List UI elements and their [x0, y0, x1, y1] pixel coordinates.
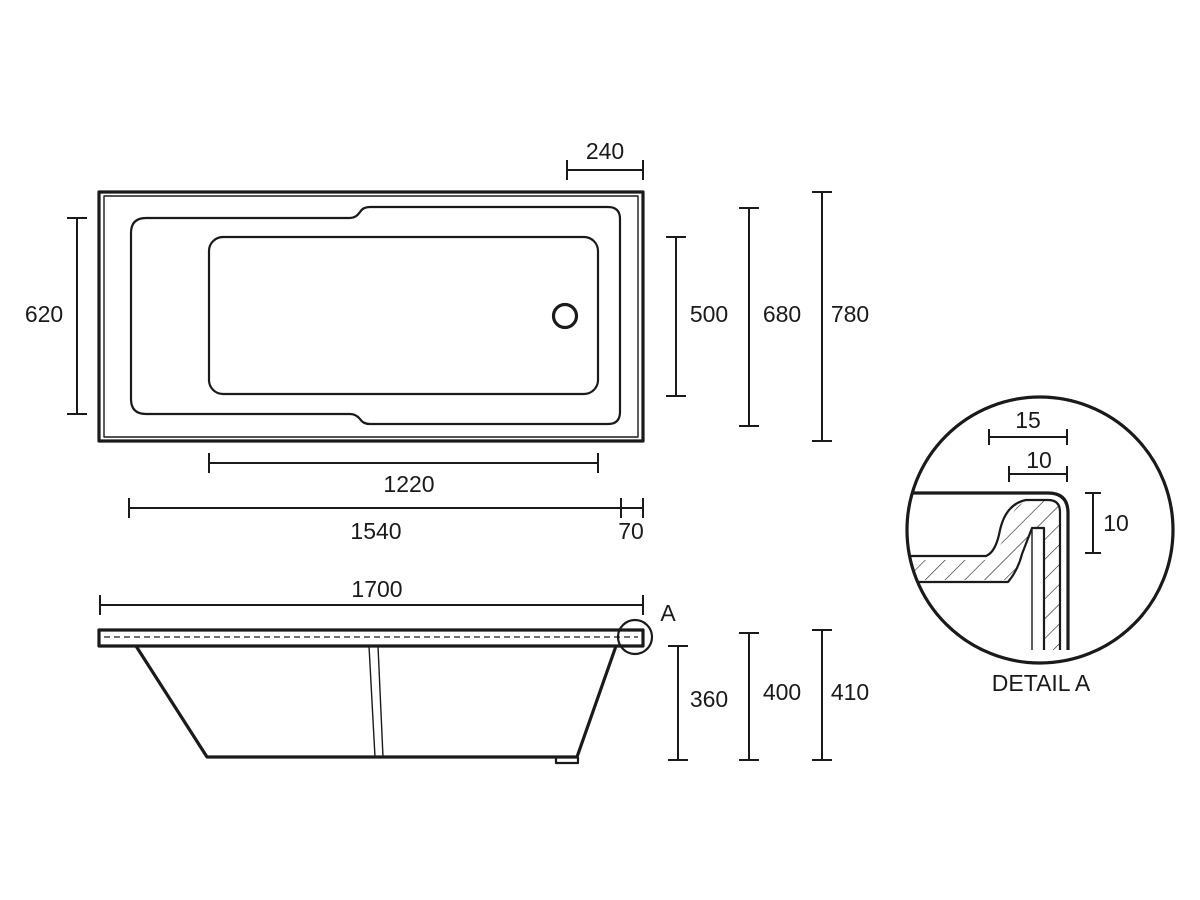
- side-body-outline: [134, 645, 618, 759]
- dim-400: 400: [739, 632, 801, 761]
- dim-500: 500: [666, 236, 728, 397]
- dim-1540-70: 1540 70: [128, 498, 644, 544]
- dim-10-horizontal-label: 10: [1026, 447, 1052, 473]
- dim-240-label: 240: [586, 138, 624, 164]
- dim-780-label: 780: [831, 301, 869, 327]
- dim-500-label: 500: [690, 301, 728, 327]
- plan-view: [97, 190, 645, 443]
- plan-bath-floor: [207, 235, 600, 396]
- dim-15-label: 15: [1015, 407, 1041, 433]
- dim-400-label: 400: [763, 679, 801, 705]
- side-panel-joint-left: [368, 645, 376, 758]
- dim-1700-label: 1700: [351, 576, 402, 602]
- detail-a-inner-skin: [907, 498, 1062, 650]
- detail-a-circle: [905, 395, 1175, 665]
- dim-410-label: 410: [831, 679, 869, 705]
- dim-410: 410: [812, 629, 869, 761]
- side-view: A: [97, 600, 676, 765]
- dim-360: 360: [668, 645, 728, 761]
- detail-a-lower-skin: [907, 526, 1046, 650]
- detail-a-callout-circle: [616, 618, 654, 656]
- dim-240: 240: [566, 138, 644, 180]
- plan-inner-rim: [103, 195, 639, 438]
- dim-10-vertical: 10: [1085, 492, 1129, 554]
- dim-15: 15: [988, 407, 1068, 445]
- drain-waste-icon: [551, 302, 579, 330]
- dim-1540-label: 1540: [350, 518, 401, 544]
- detail-a-hatch: [907, 500, 1060, 650]
- detail-a-title: DETAIL A: [992, 670, 1091, 696]
- side-waste-outlet: [554, 757, 580, 765]
- side-dimensions: 1700 360 400 410: [99, 576, 869, 761]
- dim-360-label: 360: [690, 686, 728, 712]
- plan-outer-rim: [97, 190, 645, 443]
- dim-10-horizontal: 10: [1008, 447, 1068, 482]
- detail-a-marker: A: [660, 600, 676, 626]
- dim-70-label: 70: [618, 518, 644, 544]
- plan-backrest-outline: [129, 205, 622, 426]
- detail-a: 15 10 10 DETAIL A: [905, 395, 1175, 696]
- dim-1220-label: 1220: [383, 471, 434, 497]
- detail-a-section: [907, 491, 1070, 650]
- dim-10-vertical-label: 10: [1103, 510, 1129, 536]
- dim-620: 620: [25, 217, 87, 415]
- dim-1700: 1700: [99, 576, 644, 615]
- side-rim: [97, 628, 645, 648]
- dim-680: 680: [739, 207, 801, 427]
- dim-620-label: 620: [25, 301, 63, 327]
- side-panel-joint-right: [377, 645, 384, 758]
- plan-dimensions: 240 620 500 680 780: [25, 138, 869, 544]
- detail-a-rim-outer: [907, 491, 1070, 650]
- dim-680-label: 680: [763, 301, 801, 327]
- dim-780: 780: [812, 191, 869, 442]
- dim-1220: 1220: [208, 453, 599, 497]
